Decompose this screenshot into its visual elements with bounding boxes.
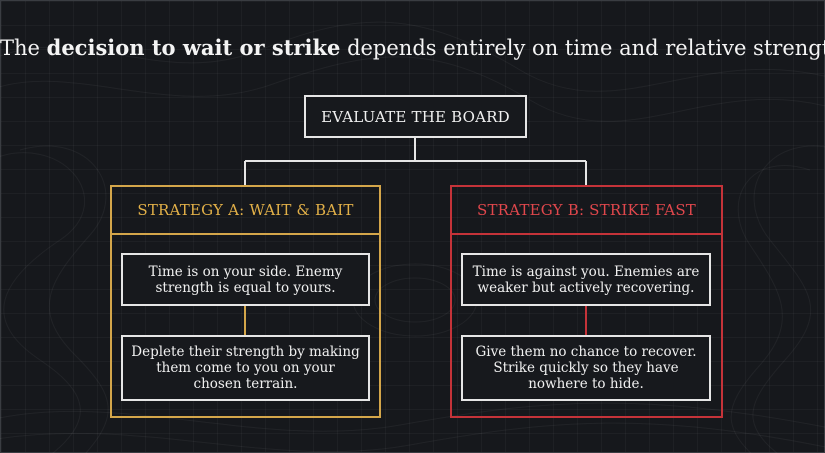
evaluate-board-node: EVALUATE THE BOARD	[304, 95, 527, 138]
strategy-a-condition-card: Time is on your side. Enemy strength is …	[121, 253, 370, 306]
strategy-b-action-text: Give them no chance to recover. Strike q…	[475, 344, 697, 392]
strategy-a-condition-text: Time is on your side. Enemy strength is …	[148, 263, 343, 296]
strategy-b-title: STRATEGY B: STRIKE FAST	[452, 187, 721, 235]
evaluate-board-label: EVALUATE THE BOARD	[321, 107, 510, 126]
strategy-b-action-card: Give them no chance to recover. Strike q…	[461, 335, 711, 401]
strategy-b-condition-text: Time is against you. Enemies are weaker …	[472, 263, 700, 296]
strategy-a-title: STRATEGY A: WAIT & BAIT	[112, 187, 379, 235]
strategy-a-action-card: Deplete their strength by making them co…	[121, 335, 370, 401]
strategy-a-panel: STRATEGY A: WAIT & BAIT	[110, 185, 381, 418]
headline: The decision to wait or strike depends e…	[0, 33, 825, 63]
strategy-b-condition-card: Time is against you. Enemies are weaker …	[461, 253, 711, 306]
headline-suffix: depends entirely on time and relative st…	[340, 36, 825, 60]
headline-emphasis: decision to wait or strike	[46, 35, 341, 60]
strategy-b-panel: STRATEGY B: STRIKE FAST	[450, 185, 723, 418]
strategy-a-action-text: Deplete their strength by making them co…	[131, 344, 360, 392]
headline-prefix: The	[0, 36, 47, 60]
